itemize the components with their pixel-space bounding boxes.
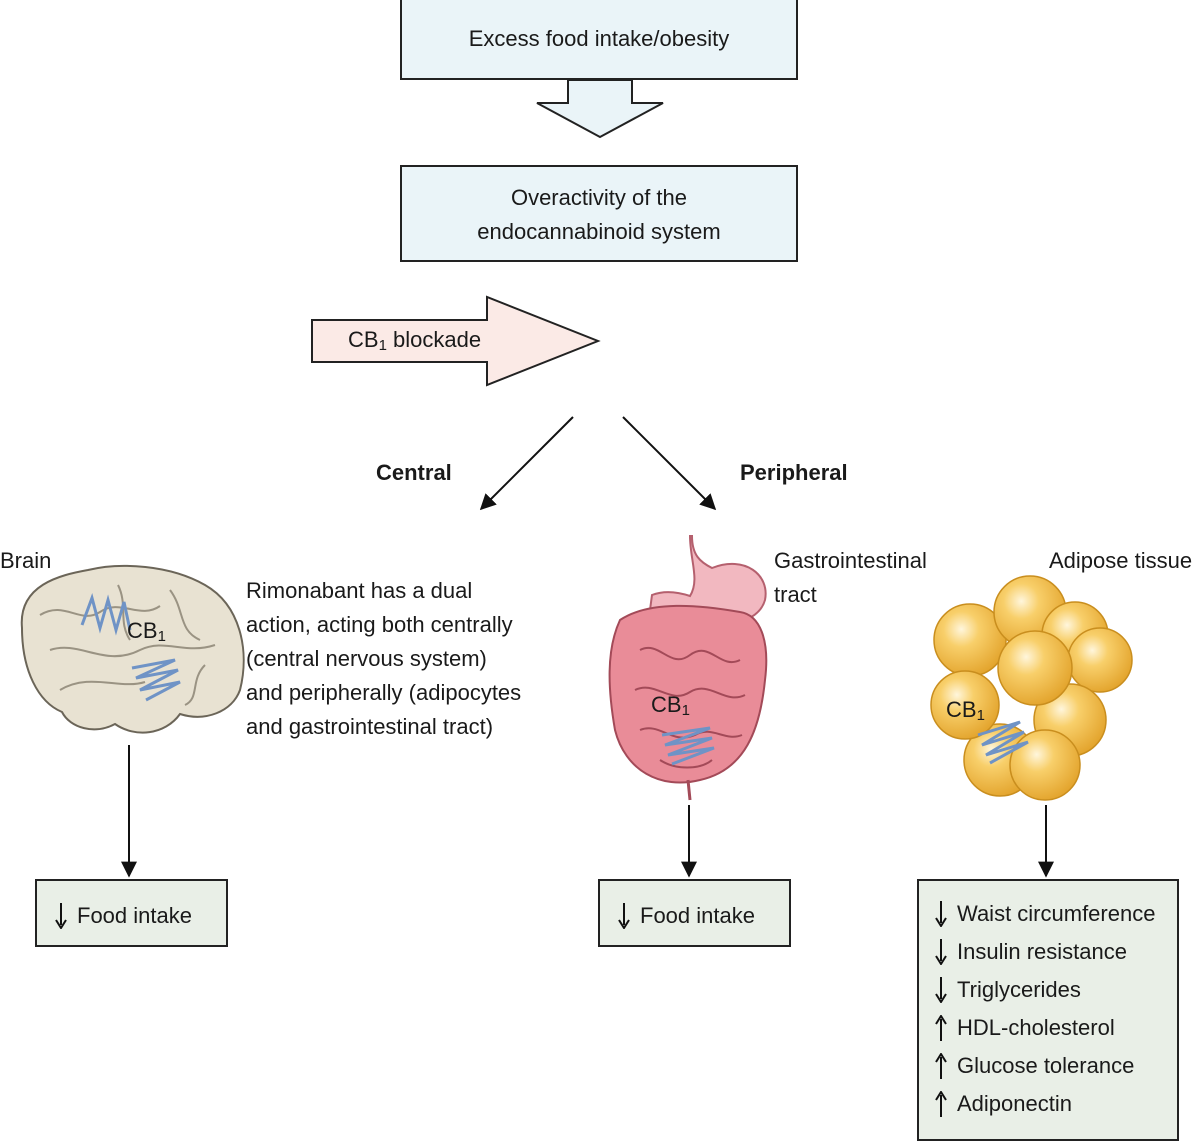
outcome-text: Triglycerides bbox=[957, 977, 1081, 1002]
outcome-item: Insulin resistance bbox=[935, 933, 1177, 971]
brain-illustration bbox=[20, 564, 245, 734]
central-arrow bbox=[479, 416, 574, 511]
down-arrow-icon bbox=[935, 977, 949, 1003]
description-line: action, acting both centrally bbox=[246, 612, 513, 637]
gi-tract-label: Gastrointestinal tract bbox=[774, 544, 927, 612]
outcome-text: Waist circumference bbox=[957, 901, 1156, 926]
up-arrow-icon bbox=[935, 1053, 949, 1079]
outcome-text: Food intake bbox=[640, 903, 755, 928]
peripheral-arrow bbox=[622, 416, 717, 511]
blockade-arrow bbox=[311, 295, 601, 387]
hollow-down-arrow bbox=[536, 79, 664, 139]
outcome-text: Glucose tolerance bbox=[957, 1053, 1135, 1078]
outcome-text: Food intake bbox=[77, 903, 192, 928]
outcome-text: Insulin resistance bbox=[957, 939, 1127, 964]
down-arrow-icon bbox=[618, 903, 632, 929]
rimonabant-description: Rimonabant has a dual action, acting bot… bbox=[246, 574, 521, 744]
adipose-cb1-label: CB1 bbox=[946, 693, 985, 733]
brain-cb1-label: CB1 bbox=[127, 614, 166, 654]
brain-food-intake-box: Food intake bbox=[35, 879, 228, 947]
description-line: and gastrointestinal tract) bbox=[246, 714, 494, 739]
gi-food-intake-box: Food intake bbox=[598, 879, 791, 947]
outcome-item: Food intake bbox=[55, 897, 226, 935]
excess-food-intake-box: Excess food intake/obesity bbox=[400, 0, 798, 80]
adipose-tissue-label: Adipose tissue bbox=[1049, 548, 1193, 573]
adipose-outcomes-box: Waist circumference Insulin resistance T… bbox=[917, 879, 1179, 1141]
overactivity-line-1: Overactivity of the bbox=[510, 185, 688, 210]
outcome-item: Food intake bbox=[618, 897, 789, 935]
peripheral-label: Peripheral bbox=[740, 460, 848, 485]
outcome-item: Waist circumference bbox=[935, 895, 1177, 933]
outcome-item: Adiponectin bbox=[935, 1085, 1177, 1123]
up-arrow-icon bbox=[935, 1015, 949, 1041]
down-arrow-icon bbox=[935, 901, 949, 927]
outcome-item: Glucose tolerance bbox=[935, 1047, 1177, 1085]
receptor-icon bbox=[131, 658, 181, 702]
receptor-icon bbox=[977, 720, 1029, 765]
cb1-blockade-suffix: blockade bbox=[386, 327, 482, 352]
gi-line-2: tract bbox=[774, 582, 817, 607]
cb1-blockade-prefix: CB bbox=[348, 327, 379, 352]
receptor-icon bbox=[80, 593, 132, 636]
overactivity-line-2: endocannabinoid system bbox=[477, 219, 721, 244]
brain-cb1-sub: 1 bbox=[157, 628, 166, 645]
gi-cb1-label: CB1 bbox=[651, 688, 690, 728]
cb1-blockade-sub: 1 bbox=[378, 337, 387, 354]
description-line: (central nervous system) bbox=[246, 646, 487, 671]
down-arrow-icon bbox=[935, 939, 949, 965]
brain-label: Brain bbox=[0, 548, 52, 573]
cb1-blockade-label: CB1 blockade bbox=[348, 323, 481, 363]
endocannabinoid-overactivity-box: Overactivity of the endocannabinoid syst… bbox=[400, 165, 798, 262]
outcome-text: HDL-cholesterol bbox=[957, 1015, 1115, 1040]
receptor-icon bbox=[661, 726, 715, 766]
excess-food-intake-text: Excess food intake/obesity bbox=[468, 26, 730, 51]
gi-illustration bbox=[608, 535, 768, 801]
adipose-cb1-prefix: CB bbox=[946, 697, 977, 722]
outcome-item: HDL-cholesterol bbox=[935, 1009, 1177, 1047]
adipose-illustration bbox=[930, 575, 1133, 801]
down-arrow-icon bbox=[55, 903, 69, 929]
gi-line-1: Gastrointestinal bbox=[774, 548, 927, 573]
gi-cb1-sub: 1 bbox=[681, 702, 690, 719]
outcome-text: Adiponectin bbox=[957, 1091, 1072, 1116]
description-line: Rimonabant has a dual bbox=[246, 578, 473, 603]
adipose-cb1-sub: 1 bbox=[976, 707, 985, 724]
outcome-item: Triglycerides bbox=[935, 971, 1177, 1009]
brain-cb1-prefix: CB bbox=[127, 618, 158, 643]
description-line: and peripherally (adipocytes bbox=[246, 680, 522, 705]
up-arrow-icon bbox=[935, 1091, 949, 1117]
central-label: Central bbox=[376, 460, 452, 485]
gi-cb1-prefix: CB bbox=[651, 692, 682, 717]
